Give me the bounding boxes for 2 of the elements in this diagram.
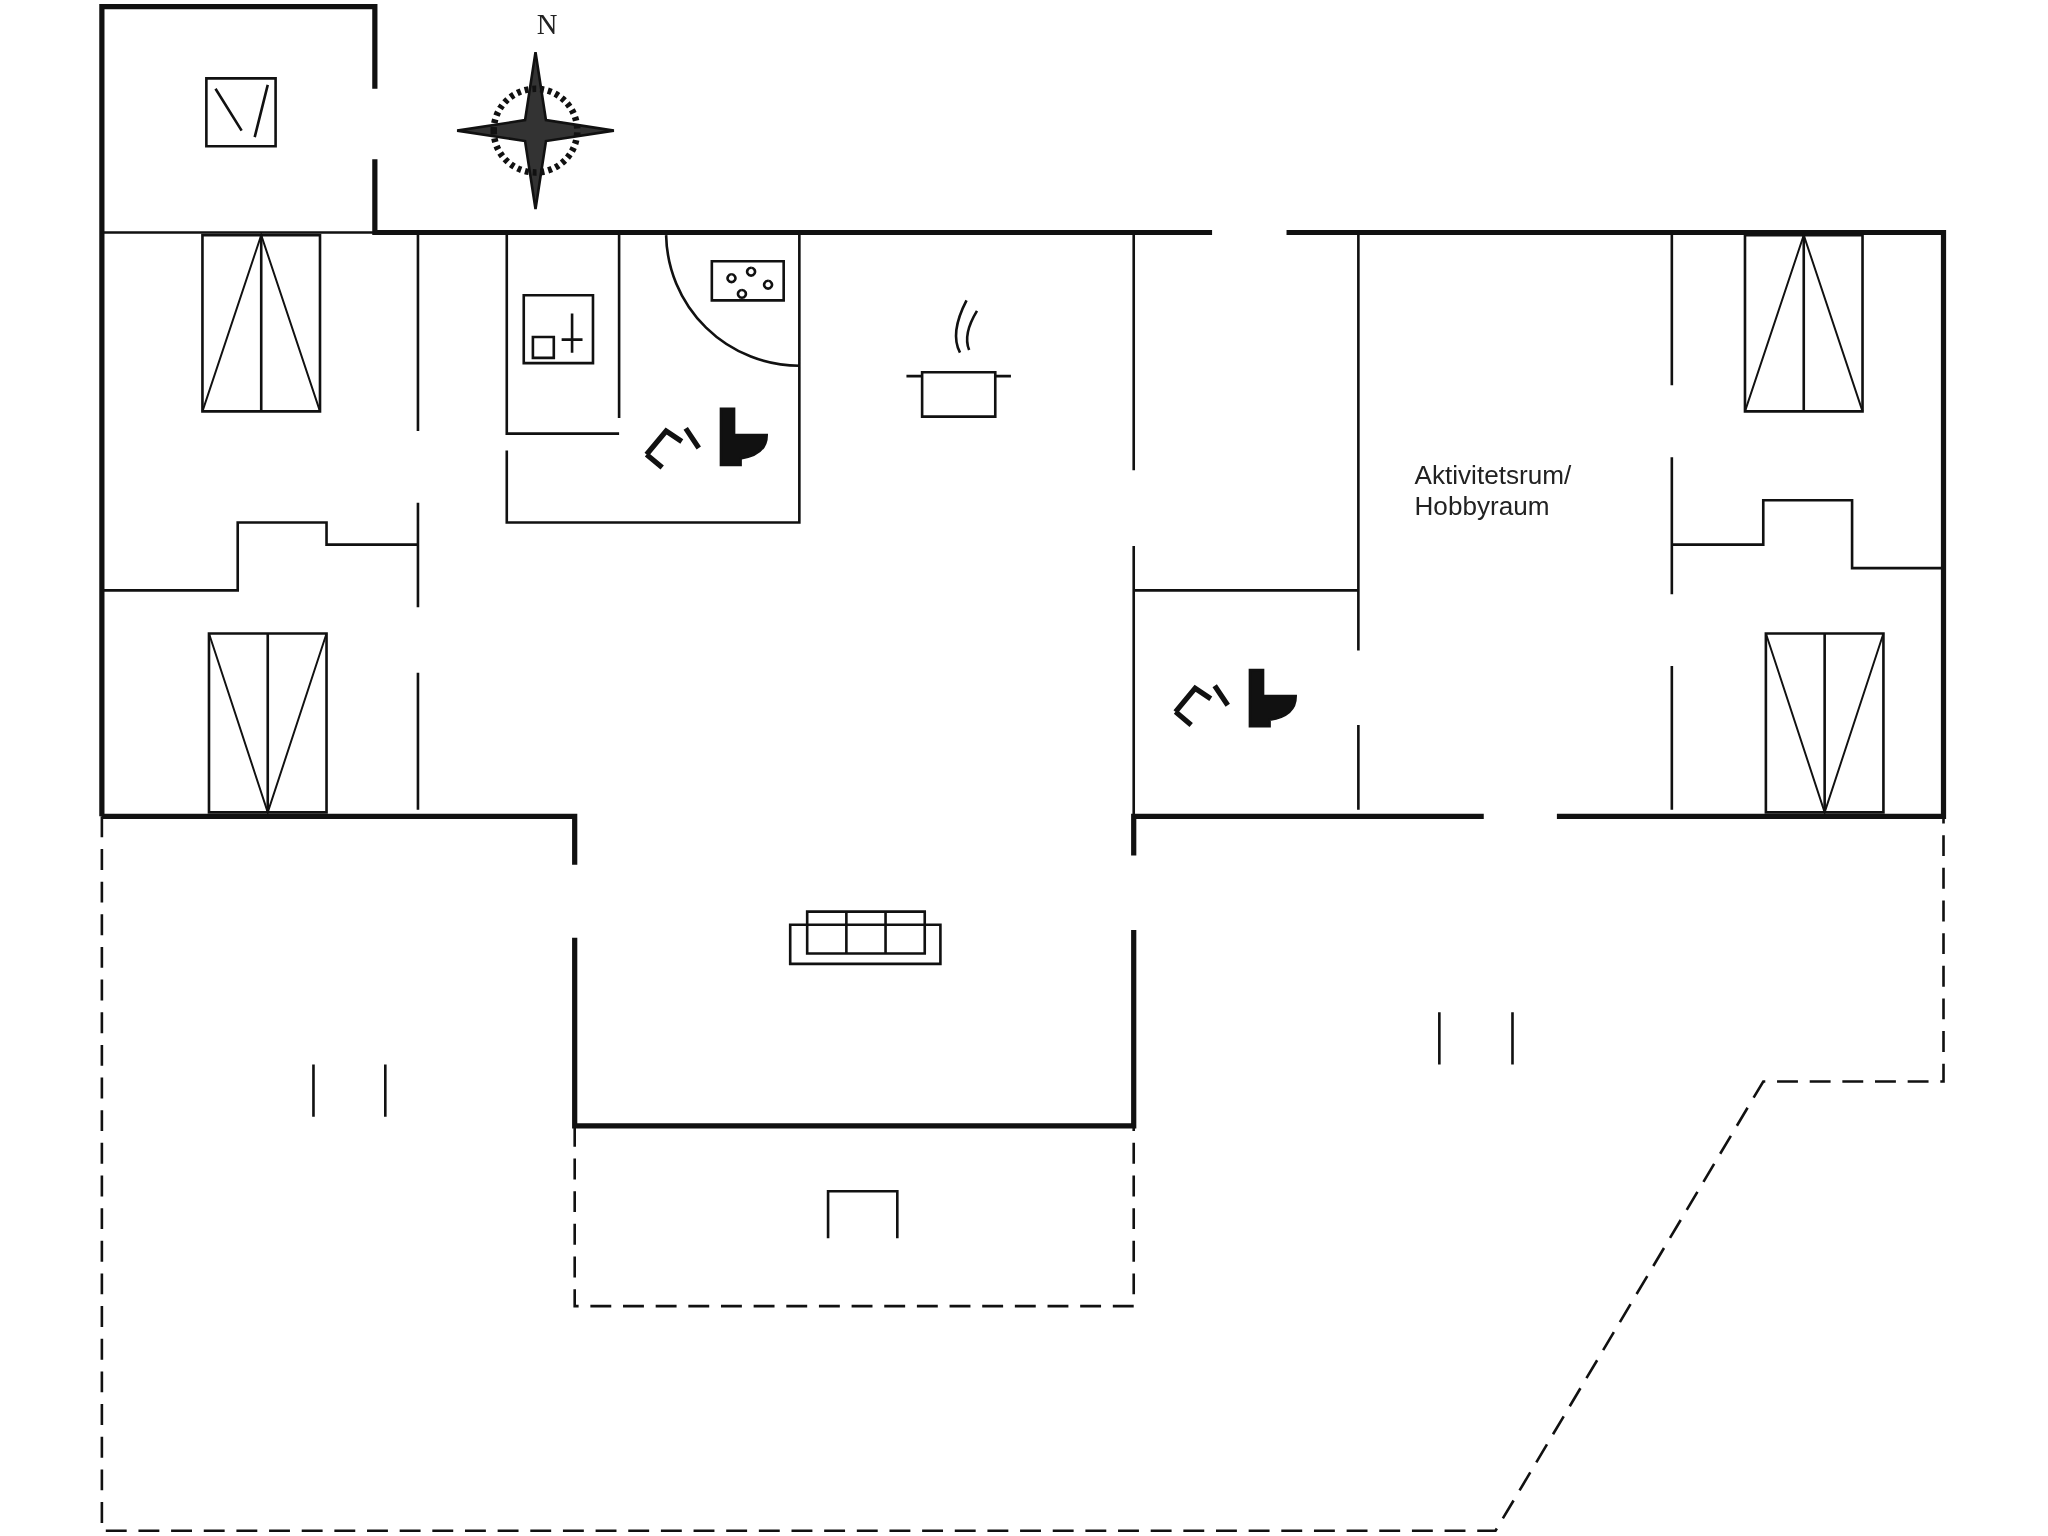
room-label: Aktivitetsrum/ Hobbyraum — [1414, 459, 1573, 523]
compass-north-label: N — [536, 6, 558, 41]
